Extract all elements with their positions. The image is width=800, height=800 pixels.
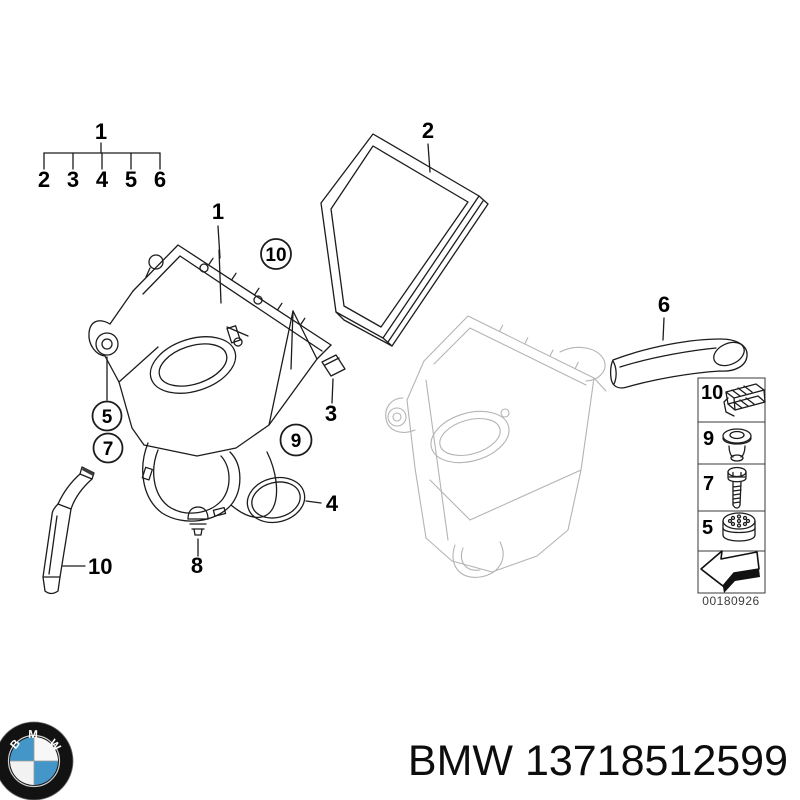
legend-row-dividers (698, 421, 765, 552)
part-number-text: BMW 13718512599 (408, 737, 788, 785)
legend-label-holder: 10 (701, 382, 723, 404)
housing-assembly-faint-drawing (385, 315, 607, 578)
logo-quadrant-tl (10, 737, 34, 761)
callout-filter-label: 2 (422, 118, 434, 143)
buffer-icon (722, 512, 756, 542)
callout-hose-label: 10 (88, 554, 112, 579)
logo-quadrant-br (34, 761, 58, 785)
callout-tree: 1 2 3 4 5 6 (38, 119, 166, 192)
plug-shape (187, 506, 209, 536)
callout-plug-label: 8 (191, 553, 203, 578)
callout-buffer-circle: 5 (91, 356, 123, 432)
duct-shape (609, 338, 748, 389)
callout-oring-label: 4 (326, 491, 339, 516)
legend-frame (697, 377, 766, 594)
callout-screw-circle: 7 (92, 432, 124, 464)
tree-child-2: 2 (38, 167, 50, 192)
legend-label-screw: 7 (703, 473, 714, 495)
callout-holder-circle: 10 (260, 238, 292, 270)
tree-child-6: 6 (154, 167, 166, 192)
vent-hose-drawing: 10 (42, 466, 112, 595)
callout-filter-leader (427, 143, 431, 173)
callout-sleeve-label: 3 (325, 401, 337, 426)
diagram-code: 00180926 (702, 594, 759, 608)
callout-clip-label: 9 (291, 431, 302, 452)
faint-outline (385, 315, 607, 578)
logo-quadrant-tr (34, 737, 58, 761)
bmw-logo: B M W (0, 721, 74, 800)
callout-duct-label: 6 (658, 292, 670, 317)
logo-letter-m: M (28, 729, 38, 741)
grommet-icon (722, 428, 752, 462)
tree-child-5: 5 (125, 167, 137, 192)
callout-buffer-label: 5 (102, 407, 113, 428)
callout-clip-circle: 9 (279, 423, 313, 457)
screw-icon (727, 466, 747, 509)
sealing-ring-drawing: 4 (246, 476, 339, 524)
air-filter-housing-drawing: 1 (88, 199, 332, 522)
housing-outline (88, 244, 332, 457)
legend-table: 10 9 7 (697, 377, 766, 608)
hose-shape (42, 466, 95, 595)
filter-outline (320, 133, 489, 347)
callout-housing-label: 1 (212, 199, 224, 224)
tree-root-label: 1 (95, 119, 107, 144)
callout-holder-label: 10 (265, 245, 286, 266)
tree-child-3: 3 (67, 167, 79, 192)
direction-arrow-icon (700, 550, 760, 593)
sleeve-part-drawing: 3 (321, 354, 346, 426)
callout-housing-leader (217, 225, 221, 259)
legend-label-clip: 9 (703, 428, 714, 450)
filter-element-drawing: 2 (320, 118, 489, 347)
air-duct-drawing: 6 (609, 292, 748, 389)
footer: B M W BMW 13718512599 (0, 721, 788, 800)
callout-oring-leader (305, 500, 322, 504)
housing-intake-mouth (141, 442, 278, 522)
housing-details (145, 254, 263, 394)
tree-lines (43, 142, 161, 170)
legend-label-buffer: 5 (702, 517, 713, 539)
clip-icon (723, 383, 766, 417)
callout-sleeve-leader (331, 378, 334, 404)
housing-ear-boss (95, 332, 119, 356)
tree-child-4: 4 (96, 167, 109, 192)
callout-duct-leader (662, 317, 665, 341)
plug-part-drawing: 8 (187, 506, 209, 578)
logo-quadrant-bl (10, 761, 34, 785)
callout-screw-label: 7 (103, 439, 114, 460)
